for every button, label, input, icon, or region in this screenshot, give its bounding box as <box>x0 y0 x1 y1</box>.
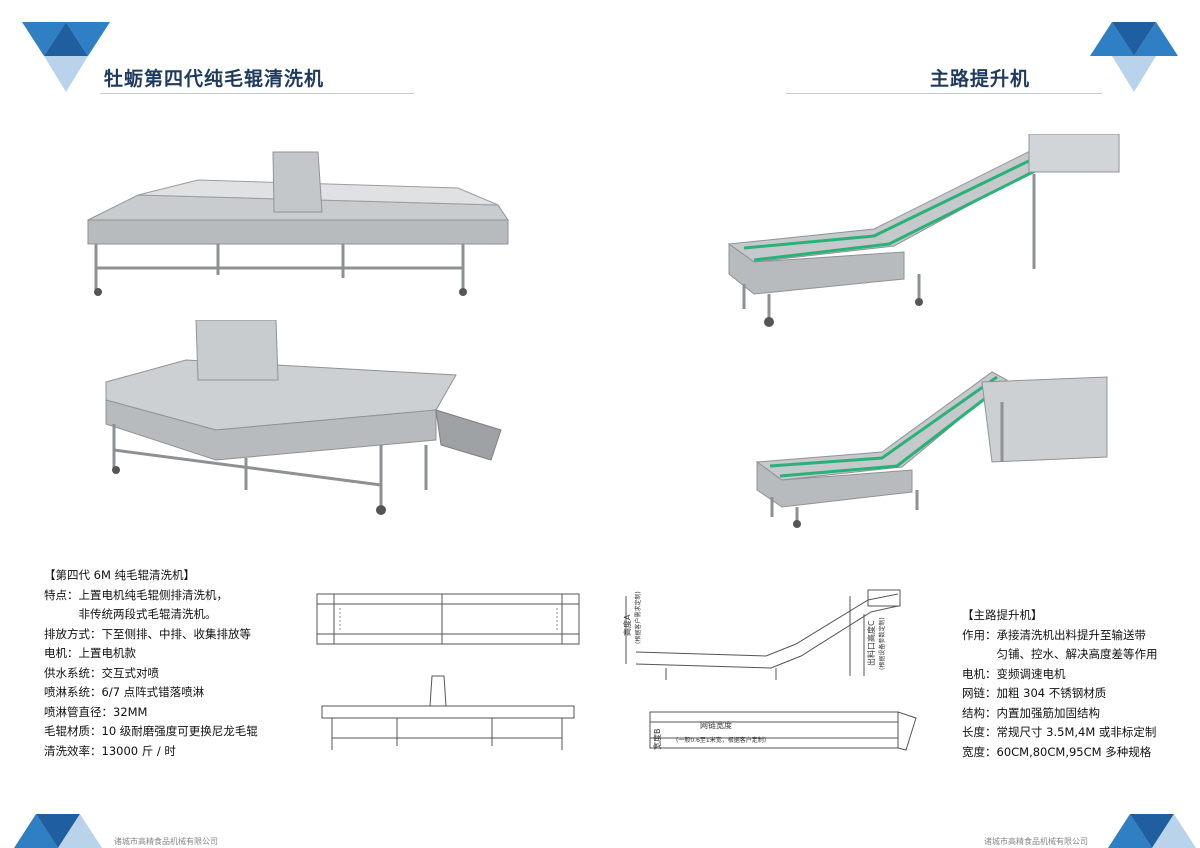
spec-line: 电机：上置电机款 <box>44 646 136 660</box>
spec-line: 长度：常规尺寸 3.5M,4M 或非标定制 <box>962 725 1157 739</box>
spec-line: 网链：加粗 304 不锈钢材质 <box>962 686 1107 700</box>
bottom-right-logo <box>1108 814 1196 848</box>
washer-machine-photo-2 <box>105 320 502 515</box>
lift-spec-list: 【主路提升机】 作用：承接清洗机出料提升至输送带 匀铺、控水、解决高度差等作用 … <box>962 606 1158 762</box>
left-corner-logo <box>22 22 110 92</box>
footer-company-left: 诸城市高精食品机械有限公司 <box>114 837 218 846</box>
width-b-label: 宽度B <box>652 729 662 751</box>
spec-line: 作用：承接清洗机出料提升至输送带 <box>962 627 1146 642</box>
belt-width-label: 网链宽度 <box>700 720 732 730</box>
spec-line: 喷淋系统：6/7 点阵式错落喷淋 <box>44 685 205 699</box>
washer-spec-list: 【第四代 6M 纯毛辊清洗机】 特点：上置电机纯毛辊侧排清洗机， 非传统两段式毛… <box>44 566 258 761</box>
spec-line: 匀铺、控水、解决高度差等作用 <box>962 647 1158 661</box>
footer-company-right: 诸城市高精食品机械有限公司 <box>984 837 1088 846</box>
right-corner-logo <box>1090 22 1178 92</box>
lift-conveyor-photo-1 <box>727 134 1120 327</box>
height-a-note: (根据客户需求定制) <box>634 591 642 644</box>
height-a-label: 高度A <box>622 614 632 636</box>
left-page-title: 牡蛎第四代纯毛辊清洗机 <box>104 68 325 90</box>
spec-line: 结构：内置加强筋加固结构 <box>962 705 1100 720</box>
washer-technical-drawing <box>316 593 580 750</box>
spec-line: 毛辊材质：10 级耐磨强度可更换尼龙毛辊 <box>44 724 258 738</box>
spec-line: 特点：上置电机纯毛辊侧排清洗机， <box>44 587 228 602</box>
lift-conveyor-photo-2 <box>755 371 1108 528</box>
spec-line: 喷淋管直径：32MM <box>44 704 148 719</box>
right-page-title: 主路提升机 <box>930 68 1031 90</box>
outlet-height-note: (根据设备参数定制) <box>878 617 886 670</box>
bottom-left-logo <box>14 814 102 848</box>
spec-line: 供水系统：交互式对喷 <box>44 665 159 680</box>
spec-line: 排放方式：下至侧排、中排、收集排放等 <box>44 626 251 641</box>
spec-line: 非传统两段式毛辊清洗机。 <box>44 607 217 621</box>
lift-technical-drawing: 高度A (根据客户需求定制) 出料口高度C (根据设备参数定制) 网链宽度 (一… <box>622 589 917 751</box>
right-title-rule <box>786 93 1102 94</box>
washer-machine-photo-1 <box>87 151 509 296</box>
spec-line: 【主路提升机】 <box>962 608 1043 622</box>
outlet-height-label: 出料口高度C <box>866 620 876 666</box>
spec-line: 宽度：60CM,80CM,95CM 多种规格 <box>962 744 1152 759</box>
spec-line: 清洗效率：13000 斤 / 时 <box>44 743 176 758</box>
belt-width-note: (一般0.6至1米宽，根据客户定制) <box>676 736 766 744</box>
spec-line: 电机：变频调速电机 <box>962 666 1066 681</box>
left-title-rule <box>100 93 414 94</box>
spec-line: 【第四代 6M 纯毛辊清洗机】 <box>44 568 196 582</box>
